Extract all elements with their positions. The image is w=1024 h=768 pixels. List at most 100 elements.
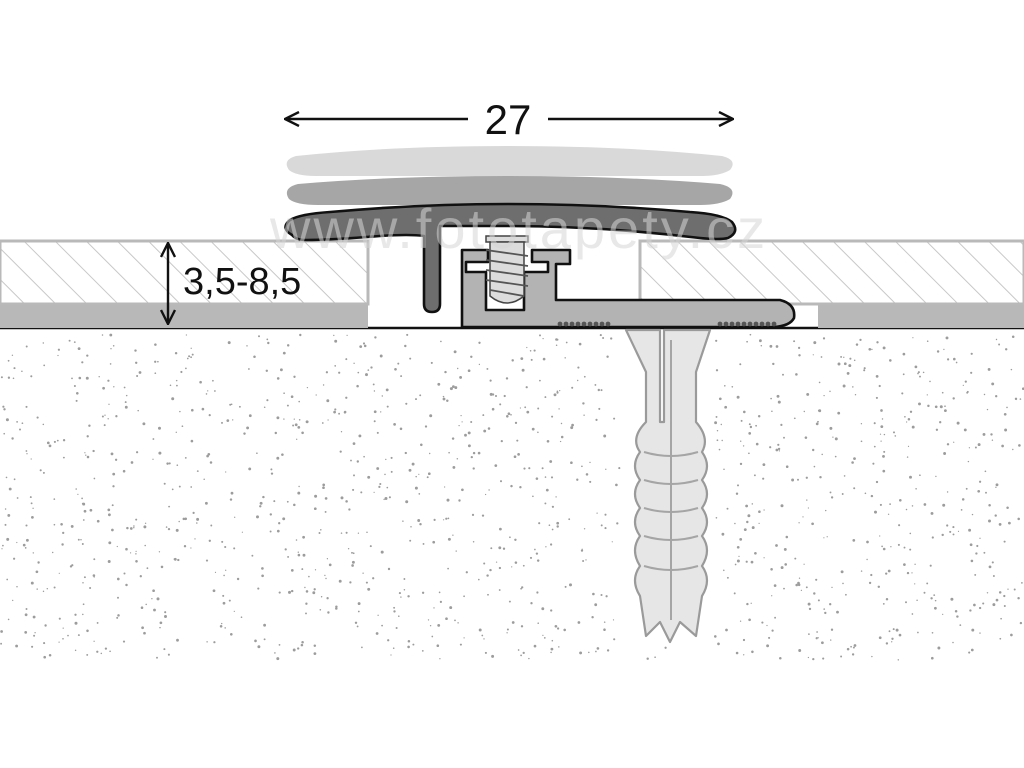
concrete-speck <box>892 628 895 631</box>
concrete-speck <box>449 606 453 610</box>
concrete-speck <box>484 651 487 654</box>
concrete-speck <box>998 343 1001 346</box>
concrete-speck <box>32 615 36 619</box>
concrete-speck <box>520 625 524 628</box>
concrete-speck <box>229 403 232 406</box>
concrete-speck <box>571 423 574 427</box>
concrete-speck <box>0 630 3 633</box>
concrete-speck <box>491 407 495 411</box>
concrete-speck <box>325 577 327 580</box>
grip-dot <box>587 321 593 327</box>
concrete-speck <box>174 351 178 355</box>
concrete-speck <box>1007 588 1009 590</box>
concrete-speck <box>347 548 350 550</box>
concrete-speck <box>399 427 403 431</box>
concrete-speck <box>387 639 390 642</box>
concrete-speck <box>373 491 375 493</box>
grip-dot <box>729 321 735 327</box>
concrete-speck <box>533 644 537 648</box>
concrete-speck <box>511 621 515 624</box>
concrete-speck <box>427 619 430 621</box>
concrete-speck <box>208 539 211 542</box>
concrete-speck <box>111 528 114 532</box>
concrete-speck <box>293 375 296 378</box>
concrete-speck <box>324 574 326 577</box>
concrete-speck <box>860 440 863 443</box>
concrete-speck <box>352 442 356 445</box>
concrete-speck <box>135 550 137 553</box>
concrete-speck <box>769 344 773 348</box>
concrete-speck <box>995 483 999 487</box>
concrete-speck <box>1005 348 1008 351</box>
concrete-speck <box>470 420 473 424</box>
concrete-speck <box>902 373 905 376</box>
concrete-speck <box>201 407 205 411</box>
concrete-speck <box>905 421 908 423</box>
concrete-speck <box>739 363 742 366</box>
concrete-speck <box>314 569 317 571</box>
watermark: www.fototapety.cz <box>269 197 768 260</box>
concrete-speck <box>889 359 892 362</box>
concrete-speck <box>467 431 471 435</box>
concrete-speck <box>467 369 471 373</box>
concrete-speck <box>116 545 118 548</box>
concrete-speck <box>589 461 591 464</box>
concrete-speck <box>783 436 785 439</box>
concrete-speck <box>453 350 457 354</box>
cover-cap-light <box>286 146 733 176</box>
concrete-speck <box>232 419 234 421</box>
concrete-speck <box>962 384 964 387</box>
concrete-speck <box>817 637 820 639</box>
concrete-speck <box>458 424 460 427</box>
concrete-speck <box>556 627 560 630</box>
concrete-speck <box>139 575 142 578</box>
concrete-speck <box>92 449 95 453</box>
concrete-speck <box>762 463 766 467</box>
concrete-speck <box>852 386 854 388</box>
concrete-speck <box>836 610 839 614</box>
concrete-speck <box>109 363 112 365</box>
concrete-speck <box>749 425 753 429</box>
concrete-speck <box>445 517 448 520</box>
concrete-speck <box>246 426 250 430</box>
concrete-speck <box>16 497 19 499</box>
concrete-speck <box>520 357 524 360</box>
concrete-speck <box>716 429 719 432</box>
concrete-speck <box>875 396 878 399</box>
concrete-speck <box>70 524 74 528</box>
concrete-speck <box>421 591 425 594</box>
concrete-speck <box>797 346 801 350</box>
concrete-speck <box>991 439 994 441</box>
concrete-speck <box>917 372 919 375</box>
concrete-speck <box>32 507 34 510</box>
concrete-speck <box>67 634 69 637</box>
concrete-speck <box>356 384 359 388</box>
concrete-speck <box>806 392 810 396</box>
concrete-speck <box>926 582 929 585</box>
concrete-speck <box>103 424 106 427</box>
concrete-speck <box>892 431 896 434</box>
concrete-speck <box>397 362 400 365</box>
concrete-speck <box>463 637 465 639</box>
concrete-speck <box>514 538 517 542</box>
grip-dot <box>593 321 599 327</box>
concrete-speck <box>377 614 379 616</box>
concrete-speck <box>766 624 768 627</box>
concrete-speck <box>261 574 264 578</box>
concrete-speck <box>283 418 285 420</box>
concrete-speck <box>35 570 39 574</box>
concrete-speck <box>74 621 78 625</box>
concrete-speck <box>379 482 382 486</box>
concrete-speck <box>437 382 441 386</box>
concrete-speck <box>966 390 969 393</box>
concrete-speck <box>970 371 973 374</box>
concrete-speck <box>357 532 360 534</box>
concrete-speck <box>447 537 451 541</box>
concrete-speck <box>548 524 551 527</box>
profile-top-plate <box>284 202 737 314</box>
concrete-speck <box>270 468 273 471</box>
concrete-speck <box>297 426 301 429</box>
concrete-speck <box>269 513 272 516</box>
concrete-speck <box>571 386 574 389</box>
concrete-speck <box>570 461 573 465</box>
